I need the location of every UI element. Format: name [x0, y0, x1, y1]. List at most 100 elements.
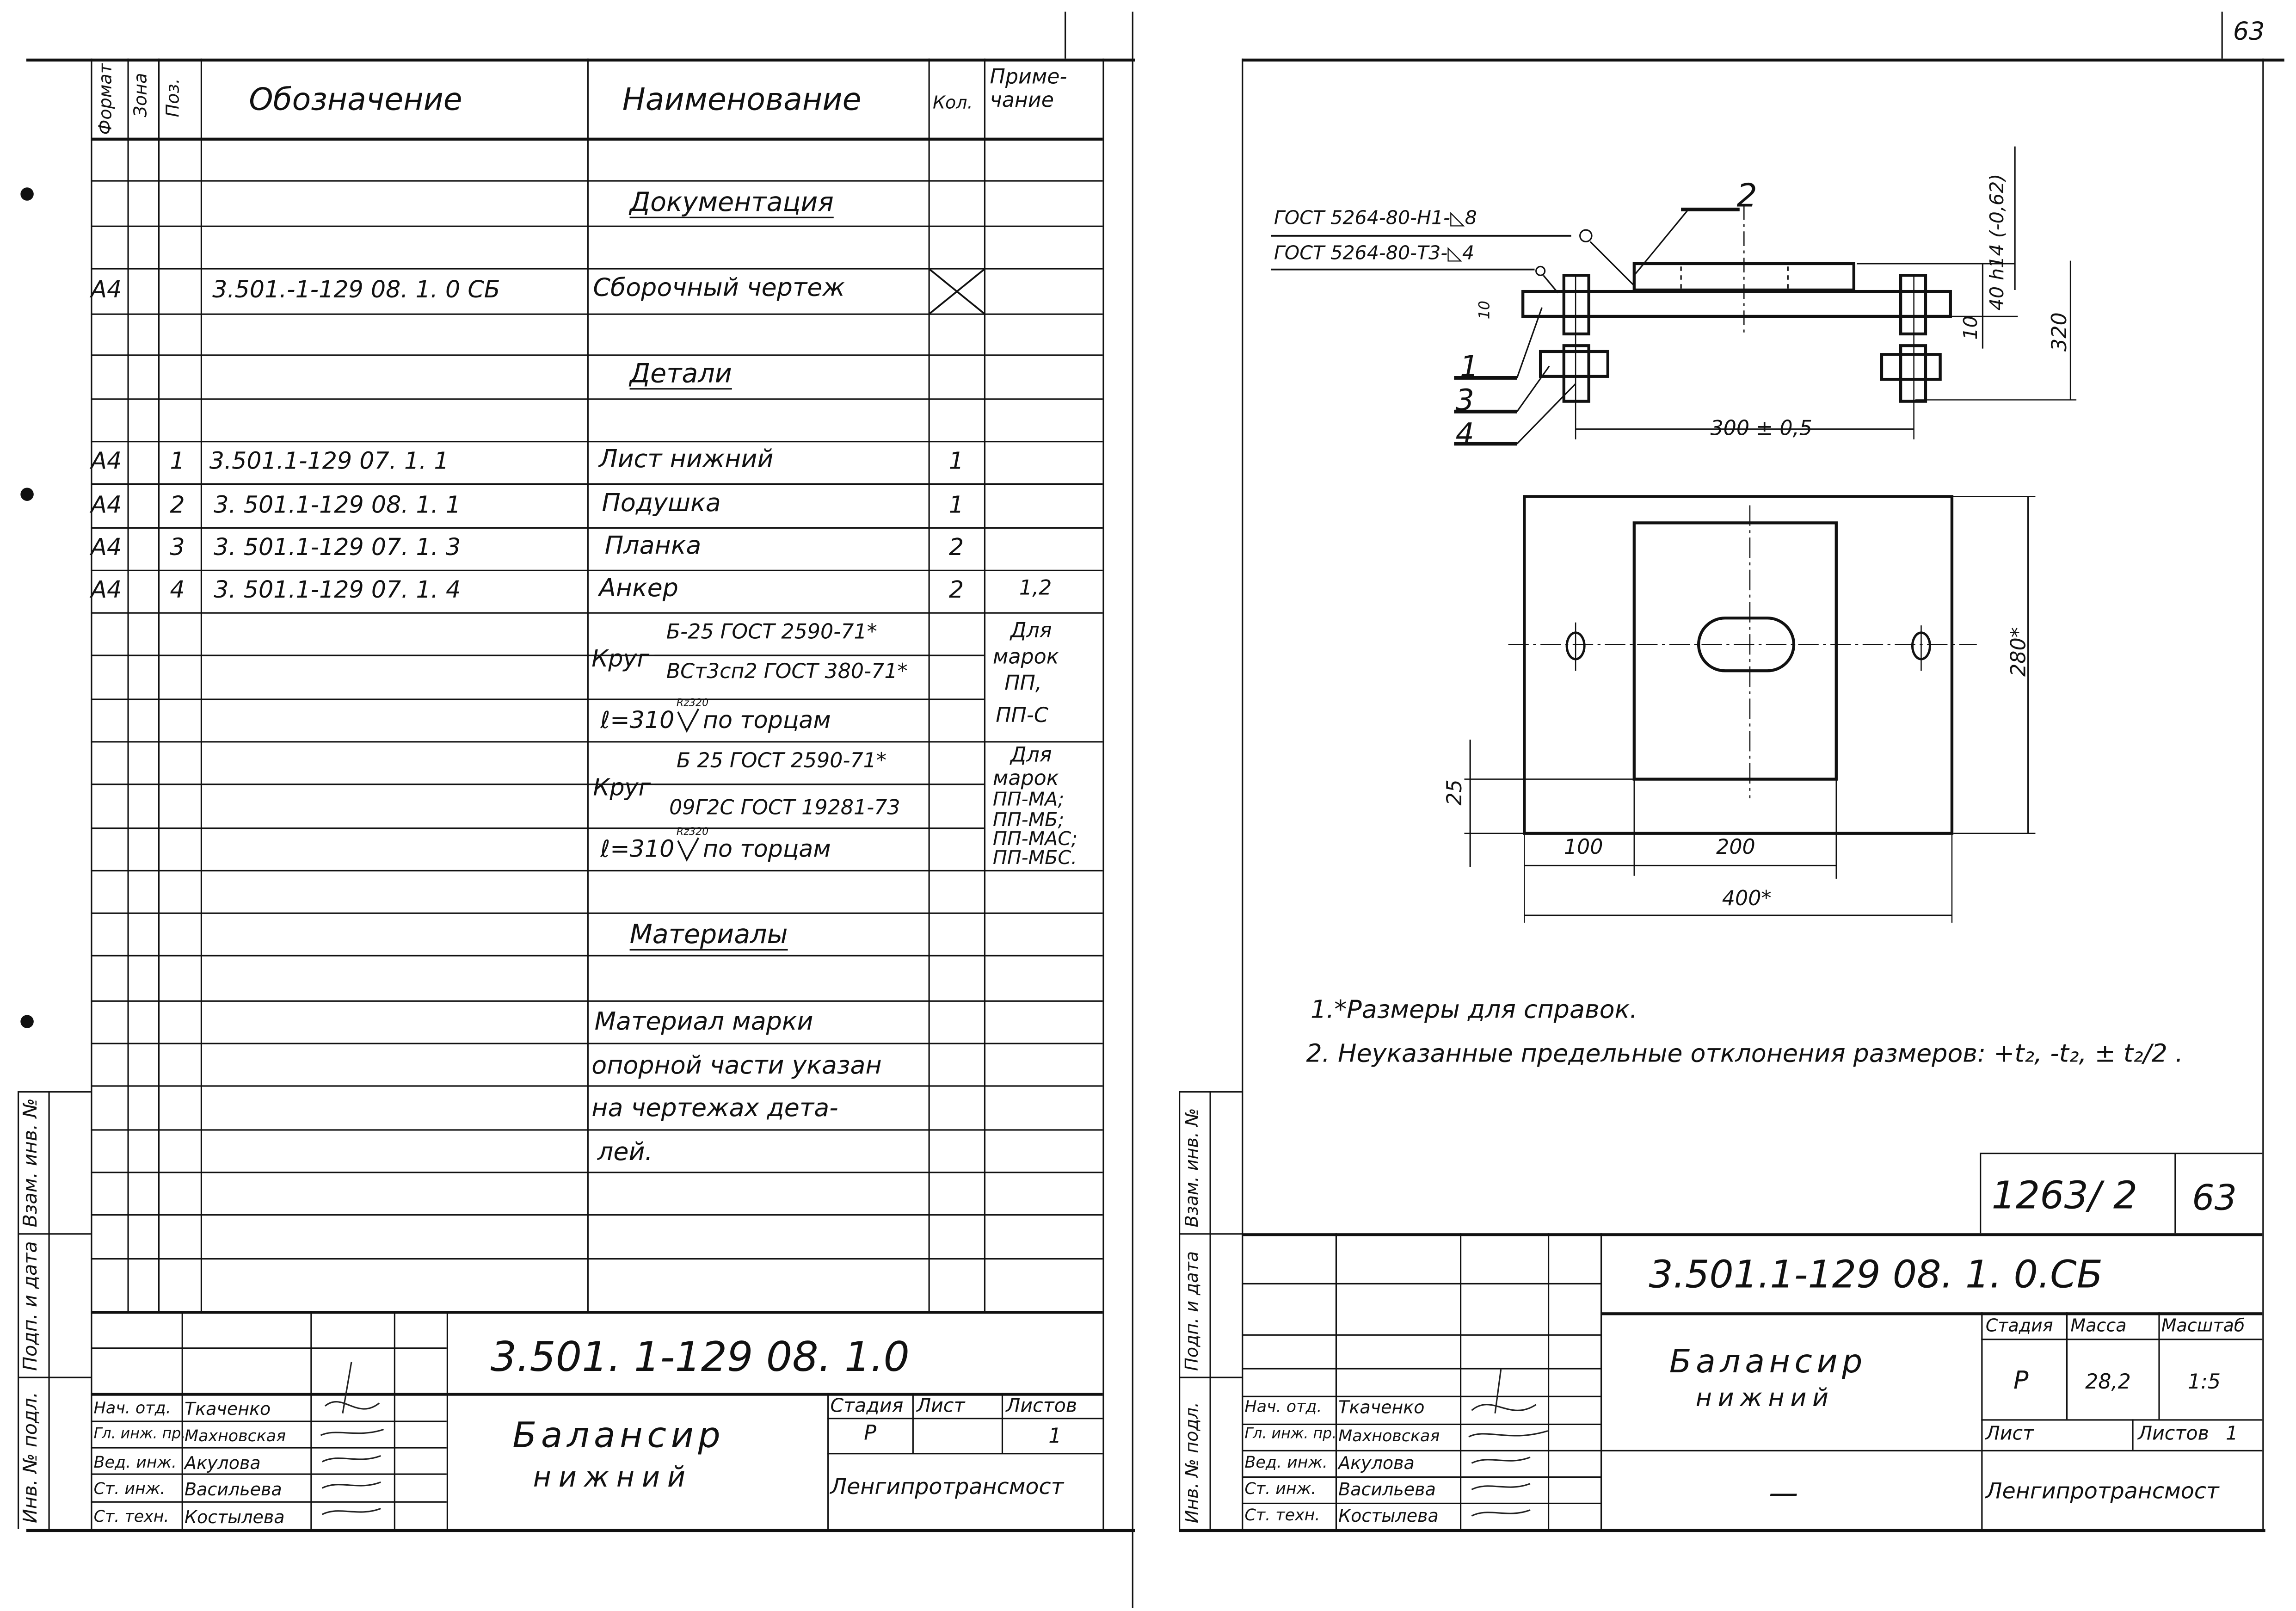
dim-anchor-spacing: 300 ± 0,5: [1710, 417, 1812, 441]
rod-length-suffix: по торцам: [702, 706, 831, 734]
tb-title-1: Балансир: [512, 1414, 725, 1456]
header-note-2: чание: [990, 89, 1054, 113]
plan-view-drawing: [1464, 495, 2036, 923]
tb-line: [1001, 1393, 1003, 1453]
tb-line: [827, 1453, 1103, 1455]
stamp-replace-inv: Взам. инв. №: [20, 1098, 43, 1228]
tb-stage: Р: [2013, 1366, 2029, 1396]
row-line: [91, 180, 1103, 182]
sig-name: Акулова: [184, 1453, 261, 1474]
header-name: Наименование: [622, 82, 862, 117]
stamp-line: [1179, 1376, 1242, 1378]
tb-designation: 3.501. 1-129 08. 1.0: [490, 1333, 910, 1382]
tb-line: [1242, 1423, 1600, 1426]
tb-line: [91, 1420, 447, 1422]
sig-role: Ст. инж.: [93, 1479, 166, 1499]
tb-line: [1460, 1233, 1462, 1529]
row-line: [91, 698, 984, 700]
row-line: [91, 1172, 1103, 1173]
row-line: [91, 784, 984, 785]
col-line: [91, 58, 92, 1529]
frame-bottom: [1179, 1529, 2265, 1532]
rod-note-line: марок: [992, 646, 1059, 670]
roughness-symbol-icon: [677, 708, 700, 733]
rod-note-line: Для: [1010, 744, 1052, 768]
col-line: [200, 58, 202, 1313]
cell-qty: 2: [948, 533, 964, 561]
cell-format: А4: [91, 533, 122, 561]
tb-organization: Ленгипротрансмост: [830, 1473, 1064, 1500]
callout-4: 4: [1455, 416, 1474, 451]
header-format: Формат: [95, 63, 116, 135]
row-line: [91, 398, 1103, 400]
cell-name: Подушка: [602, 489, 721, 518]
tb-line: [1242, 1233, 2263, 1236]
rod-length: ℓ=310: [600, 706, 675, 734]
punch-hole-mark: [20, 187, 34, 201]
sig-name: Ткаченко: [184, 1399, 271, 1420]
album-line: [2174, 1153, 2176, 1234]
tb-line: [446, 1311, 448, 1529]
cell-designation: 3. 501.1-129 07. 1. 3: [214, 533, 461, 561]
album-line: [1980, 1153, 1982, 1234]
stamp-sign-date: Подп. и дата: [20, 1241, 43, 1371]
header-qty: Кол.: [933, 92, 973, 113]
tb-line: [1547, 1233, 1550, 1529]
tb-line: [827, 1418, 1103, 1420]
materials-text-line: опорной части указан: [591, 1051, 882, 1081]
album-number: 1263/ 2: [1991, 1174, 2138, 1219]
section-documentation: Документация: [629, 187, 834, 218]
cell-format: А4: [91, 490, 122, 518]
cell-qty: 2: [948, 575, 964, 604]
tb-line: [1600, 1312, 2263, 1315]
tb-sheets-label: Листов: [1006, 1395, 1077, 1418]
stamp-line: [48, 1091, 50, 1529]
tb-line: [1242, 1395, 1600, 1397]
weld-note-1: ГОСТ 5264-80-Н1-◺8: [1274, 208, 1477, 230]
col-line: [158, 58, 160, 1313]
sig-role: Гл. инж. пр.: [1244, 1426, 1337, 1443]
frame-right: [2262, 58, 2264, 1529]
row-line: [91, 955, 1103, 957]
row-line: [91, 268, 1103, 270]
stamp-line: [17, 1376, 91, 1378]
sig-role: Нач. отд.: [1244, 1397, 1322, 1417]
materials-text-line: Материал марки: [594, 1007, 813, 1037]
cell-pos: 2: [170, 490, 185, 518]
punch-hole-mark: [20, 1015, 34, 1028]
stamp-replace-inv: Взам. инв. №: [1182, 1108, 1202, 1228]
signature-scribbles-icon: [320, 1362, 384, 1515]
row-line: [91, 441, 1103, 443]
tb-line: [91, 1347, 447, 1349]
row-line: [91, 612, 1103, 614]
frame-tick: [2221, 12, 2223, 59]
sig-name: Костылева: [184, 1507, 285, 1528]
cell-qty: 1: [948, 490, 964, 518]
stamp-line: [1209, 1091, 1211, 1529]
row-line: [91, 569, 1103, 571]
sig-name: Ткаченко: [1338, 1397, 1425, 1418]
dim-pad-height: 40 h14 (-0,62): [1987, 173, 2009, 311]
tb-line: [91, 1501, 447, 1503]
tb-line: [1242, 1334, 1600, 1336]
col-line: [1102, 58, 1104, 1529]
tb-line: [1981, 1450, 2263, 1452]
header-note-1: Приме-: [990, 66, 1067, 90]
row-line: [91, 225, 1103, 227]
tb-line: [912, 1393, 914, 1453]
sig-name: Махновская: [184, 1426, 286, 1446]
cell-pos: 3: [170, 533, 185, 561]
tb-scale-label: Масштаб: [2161, 1315, 2245, 1336]
cell-designation: 3.501.-1-129 08. 1. 0 СБ: [212, 275, 500, 303]
row-line: [91, 354, 1103, 356]
rod-note-line: ПП-С: [996, 704, 1048, 728]
col-line: [587, 58, 589, 1313]
tb-title-1: Балансир: [1669, 1344, 1867, 1382]
rod-numerator: Б-25 ГОСТ 2590-71*: [666, 621, 877, 645]
rod-note-line: Для: [1010, 619, 1052, 643]
sig-role: Нач. отд.: [93, 1399, 171, 1418]
callout-2: 2: [1736, 179, 1757, 216]
sheet-fold-line: [1132, 12, 1133, 1608]
stamp-line: [17, 1233, 91, 1235]
dim-edge-offset: 25: [1444, 779, 1467, 806]
